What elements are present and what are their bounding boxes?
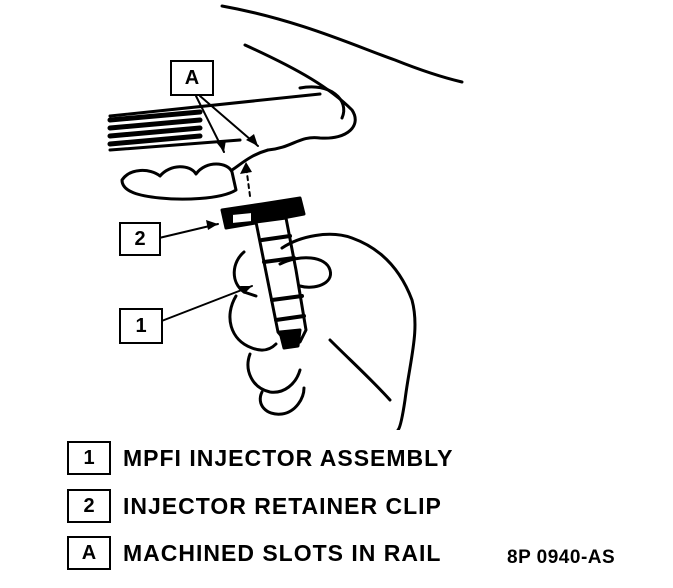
legend-key-2: 2	[67, 489, 111, 523]
legend-row-1: 1 MPFI INJECTOR ASSEMBLY	[67, 438, 453, 478]
leader-a-right	[199, 95, 259, 147]
upper-hand	[220, 4, 464, 84]
legend-key-a: A	[67, 536, 111, 570]
leader-1	[158, 285, 253, 323]
callout-a: A	[170, 60, 214, 96]
legend-key-1: 1	[67, 441, 111, 475]
callout-1: 1	[119, 308, 163, 344]
legend-row-3: A MACHINED SLOTS IN RAIL	[67, 533, 441, 573]
figure-code: 8P 0940-AS	[507, 547, 616, 568]
legend-row-2: 2 INJECTOR RETAINER CLIP	[67, 486, 442, 526]
lower-fingers	[120, 162, 238, 201]
callout-2: 2	[119, 222, 161, 256]
injector-illustration	[107, 4, 464, 430]
legend-text-3: MACHINED SLOTS IN RAIL	[123, 539, 442, 566]
legend-text-1: MPFI INJECTOR ASSEMBLY	[123, 444, 454, 471]
gripping-hand	[280, 232, 417, 430]
legend-text-2: INJECTOR RETAINER CLIP	[123, 492, 442, 519]
